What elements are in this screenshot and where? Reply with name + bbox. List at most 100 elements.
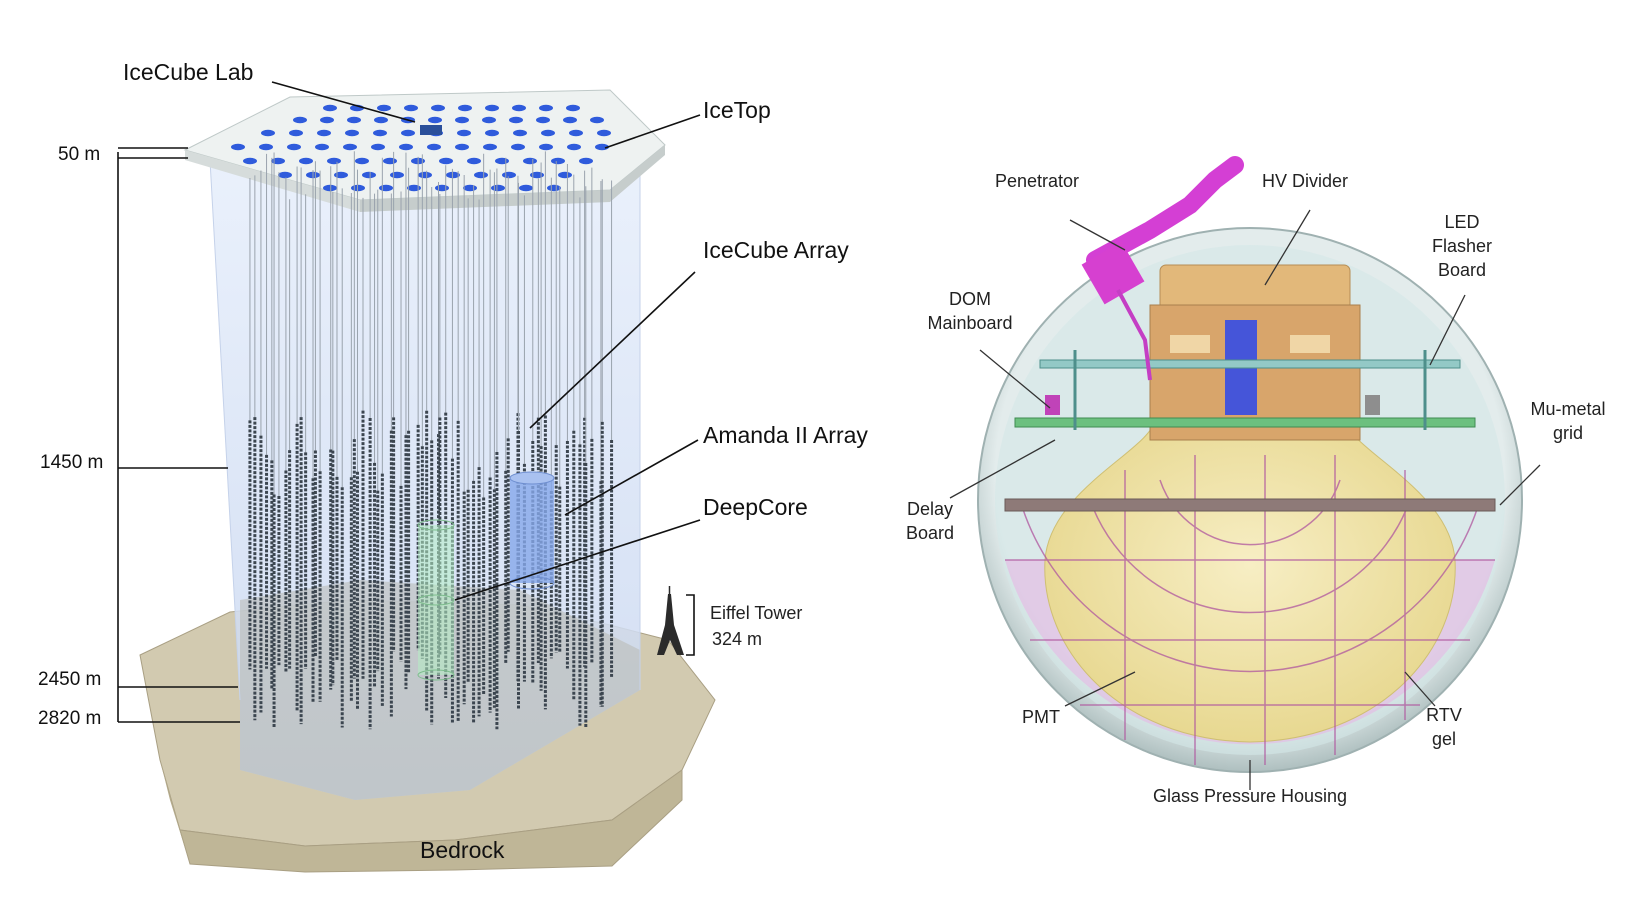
glass-housing-label: Glass Pressure Housing	[1153, 786, 1347, 806]
amanda-ii-cylinder	[509, 471, 555, 590]
depth-label-1450: 1450 m	[40, 452, 103, 473]
dom-mainboard-label-line2: Mainboard	[927, 313, 1012, 333]
icetop-tank	[271, 157, 285, 165]
pmt-leader	[1064, 671, 1136, 707]
icetop-tank	[261, 129, 275, 137]
hv-divider-label: HV Divider	[1262, 171, 1348, 191]
deepcore-cylinder	[417, 519, 455, 681]
icetop-tank	[495, 157, 509, 165]
icetop-tank	[482, 116, 496, 124]
dom-diagram: Penetrator HV Divider LED Flasher Board …	[906, 156, 1606, 806]
rtv-gel-label-line2: gel	[1432, 729, 1456, 749]
icetop-tank	[362, 171, 376, 179]
icetop-tank	[278, 171, 292, 179]
led-label-line1: LED	[1444, 212, 1479, 232]
icetop-tank	[289, 129, 303, 137]
icetop-tank	[323, 104, 337, 112]
amanda-leader	[564, 439, 699, 516]
icetop-tank	[474, 171, 488, 179]
eiffel-height-label: 324 m	[712, 629, 762, 649]
icecube-array-leader	[529, 271, 696, 429]
dom-mainboard-leader	[979, 349, 1051, 409]
pmt-label: PMT	[1022, 707, 1060, 727]
icetop-tank	[431, 104, 445, 112]
hv-divider-leader	[1264, 209, 1311, 286]
icetop-tank	[373, 129, 387, 137]
rtv-gel-leader	[1404, 671, 1436, 707]
icetop-tank	[579, 157, 593, 165]
boards	[1014, 350, 1476, 430]
icetop-tank	[463, 184, 477, 192]
icetop-tank	[558, 171, 572, 179]
icetop-tank	[320, 116, 334, 124]
icetop-leader	[604, 114, 701, 149]
icetop-tank-grid	[231, 104, 611, 192]
mu-metal-label-line1: Mu-metal	[1530, 399, 1605, 419]
icetop-tank	[399, 143, 413, 151]
icetop-tank	[458, 104, 472, 112]
icetop-tank	[287, 143, 301, 151]
icetop-tank	[485, 104, 499, 112]
icetop-tank	[334, 171, 348, 179]
icetop-tank	[491, 184, 505, 192]
icetop-tank	[327, 157, 341, 165]
icetop-tank	[299, 157, 313, 165]
icetop-tank	[343, 143, 357, 151]
bedrock-label: Bedrock	[420, 837, 505, 863]
eiffel-tower-icon	[657, 586, 695, 656]
icetop-tank	[439, 157, 453, 165]
icetop-tank	[567, 143, 581, 151]
icetop-tank	[455, 116, 469, 124]
icetop-tank	[590, 116, 604, 124]
depth-label-2820: 2820 m	[38, 708, 101, 729]
mu-metal-leader	[1499, 464, 1541, 506]
icetop-label: IceTop	[703, 97, 771, 123]
icetop-tank	[511, 143, 525, 151]
icetop-tank	[345, 129, 359, 137]
icetop-tank	[539, 143, 553, 151]
icecube-array-label: IceCube Array	[703, 237, 849, 263]
mu-metal-ring	[1004, 498, 1496, 512]
icetop-tank	[377, 104, 391, 112]
icetop-tank	[374, 116, 388, 124]
icetop-tank	[315, 143, 329, 151]
icetop-tank	[428, 116, 442, 124]
led-label-line2: Flasher	[1432, 236, 1492, 256]
icetop-tank	[407, 184, 421, 192]
delay-board-leader	[949, 439, 1056, 499]
icetop-tank	[231, 143, 245, 151]
icecube-detector-diagram: 50 m 1450 m 2450 m 2820 m IceCube Lab Ic…	[38, 59, 868, 873]
icetop-tank	[485, 129, 499, 137]
icetop-tank	[530, 171, 544, 179]
rtv-gel-label-line1: RTV	[1426, 705, 1462, 725]
icetop-tank	[418, 171, 432, 179]
penetrator-label: Penetrator	[995, 171, 1079, 191]
amanda-label: Amanda II Array	[703, 422, 868, 448]
icetop-tank	[435, 184, 449, 192]
icetop-tank	[569, 129, 583, 137]
icecube-lab-leader	[271, 81, 416, 123]
icetop-tank	[512, 104, 526, 112]
icetop-tank	[347, 116, 361, 124]
icetop-tank	[293, 116, 307, 124]
icetop-tank	[502, 171, 516, 179]
icetop-tank	[317, 129, 331, 137]
penetrator	[1081, 156, 1244, 381]
icetop-tank	[563, 116, 577, 124]
icetop-tank	[536, 116, 550, 124]
eiffel-name-label: Eiffel Tower	[710, 603, 802, 623]
icetop-tank	[467, 157, 481, 165]
depth-scale: 50 m 1450 m 2450 m 2820 m	[38, 144, 240, 729]
icetop-tank	[513, 129, 527, 137]
icetop-tank	[383, 157, 397, 165]
delay-board-label-line2: Board	[906, 523, 954, 543]
dom-mainboard-label-line1: DOM	[949, 289, 991, 309]
icetop-tank	[351, 184, 365, 192]
delay-board-label-line1: Delay	[907, 499, 953, 519]
deepcore-label: DeepCore	[703, 494, 808, 520]
icetop-tank	[243, 157, 257, 165]
icetop-tank	[371, 143, 385, 151]
icetop-tank	[551, 157, 565, 165]
led-board-leader	[1429, 294, 1466, 366]
